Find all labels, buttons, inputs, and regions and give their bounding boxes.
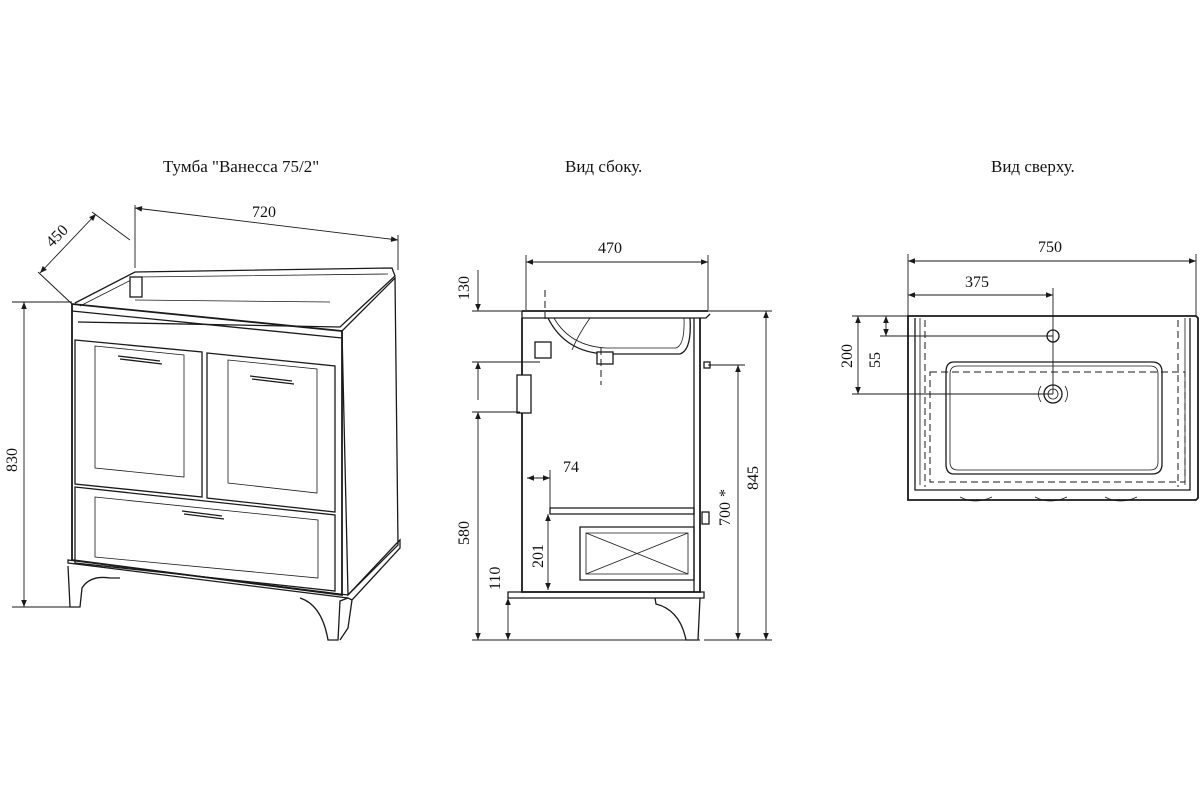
handle-left [117, 355, 163, 365]
side-shelf [549, 507, 695, 515]
side-leg [654, 597, 701, 641]
countertop [71, 303, 343, 332]
dim-74: 74 [563, 459, 579, 476]
dim-580: 580 [456, 521, 473, 545]
title-top-view: Вид сверху. [991, 157, 1075, 176]
front-view: 720 450 830 [4, 204, 401, 641]
tap-block [129, 276, 143, 298]
title-front-view: Тумба "Ванесса 75/2" [163, 157, 320, 176]
side-plinth [507, 591, 705, 599]
dim-110: 110 [487, 567, 504, 590]
dim-450: 450 [43, 222, 72, 251]
leg-right [299, 597, 349, 641]
side-tap [534, 341, 552, 359]
dim-375: 375 [965, 274, 989, 291]
dim-830: 830 [4, 448, 21, 472]
handle-right [249, 375, 295, 385]
top-basin [945, 361, 1163, 475]
dim-470: 470 [598, 240, 622, 257]
side-drawer [579, 526, 695, 581]
dim-720: 720 [252, 204, 276, 221]
basin-back-edge [74, 267, 396, 328]
title-side-view: Вид сбоку. [565, 157, 643, 176]
dim-750: 750 [1038, 239, 1062, 256]
top-view: 750 375 200 55 [839, 239, 1199, 502]
door-left [74, 339, 203, 498]
cabinet-side-panel [341, 276, 399, 597]
drawer-front [74, 486, 336, 592]
top-handles [959, 496, 1138, 502]
dim-200: 200 [839, 344, 856, 368]
top-cabinet-outline [929, 371, 1186, 483]
dim-130: 130 [456, 276, 473, 300]
side-view: 470 130 580 110 201 74 700 * 845 [456, 240, 772, 641]
door-right [206, 352, 336, 513]
dim-845: 845 [745, 466, 762, 490]
dim-55: 55 [867, 352, 884, 368]
plinth [67, 538, 401, 601]
dim-700-mark: * [717, 489, 734, 497]
dim-201: 201 [530, 544, 547, 568]
leg-left [67, 565, 120, 608]
dim-700: 700 [717, 502, 734, 526]
handle-drawer [181, 510, 225, 520]
